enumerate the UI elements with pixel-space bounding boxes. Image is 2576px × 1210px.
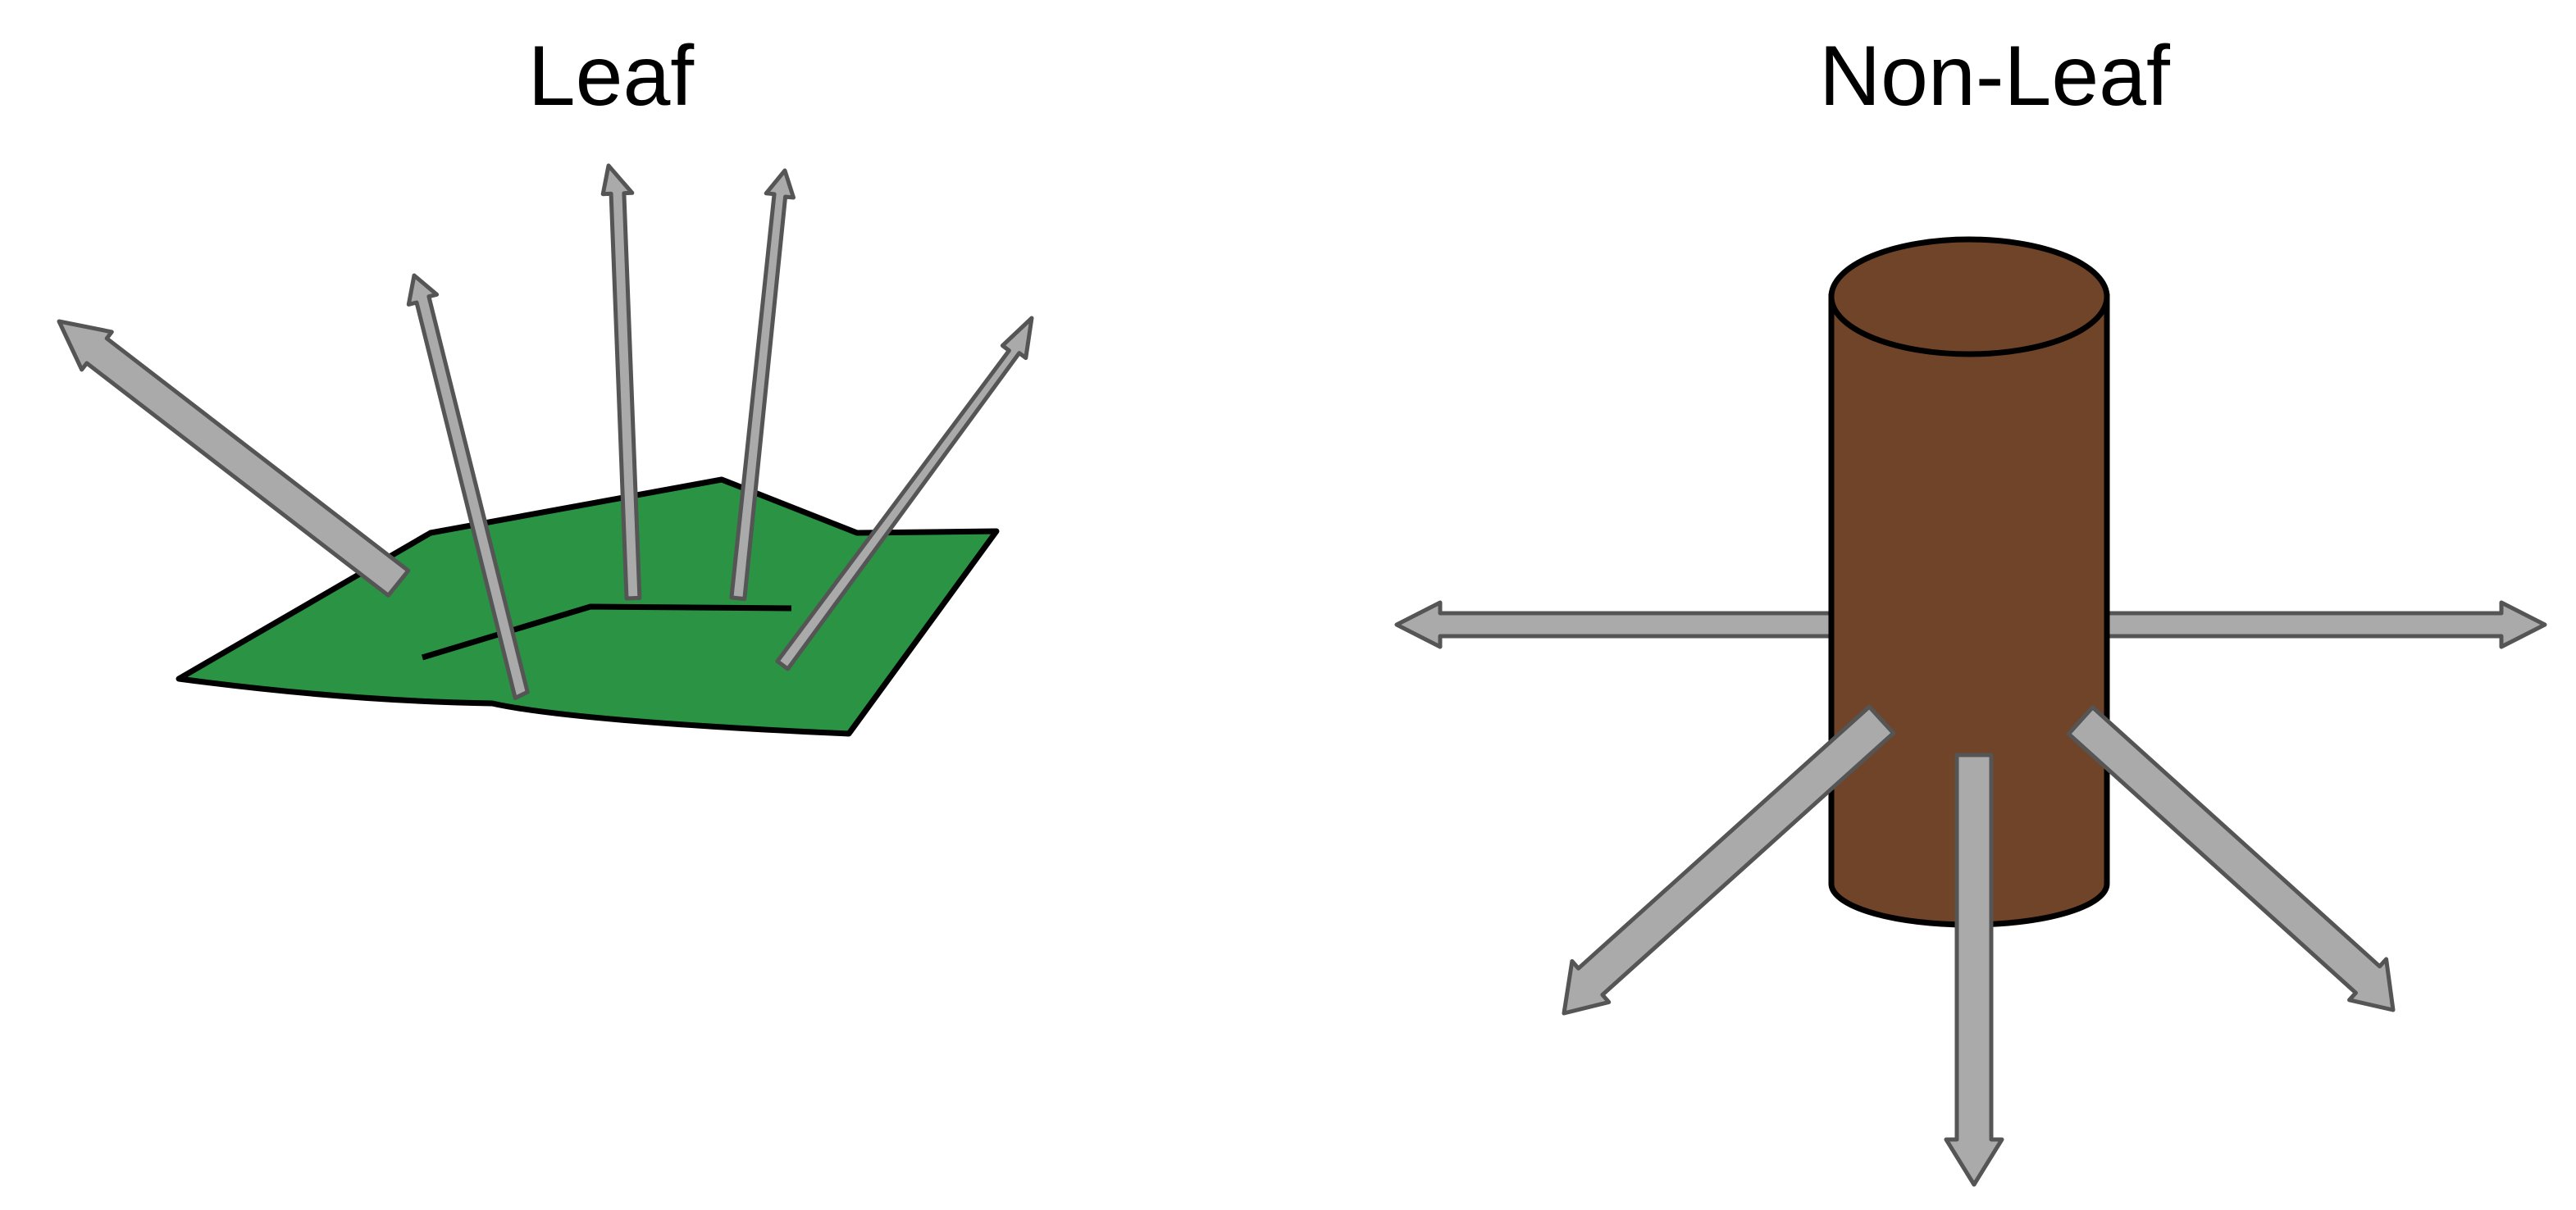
non-leaf-arrow-left: [1394, 600, 1833, 649]
non-leaf-panel: Non-Leaf: [1394, 29, 2547, 1187]
leaf-title: Leaf: [528, 29, 695, 124]
leaf-arrows: [57, 163, 1034, 700]
leaf-arrow-4: [729, 168, 796, 602]
trunk-top: [1828, 236, 2110, 357]
non-leaf-arrow-down-right: [2066, 705, 2396, 1012]
leaf-vein: [421, 603, 792, 661]
non-leaf-title: Non-Leaf: [1819, 29, 2171, 124]
leaf-arrow-5: [775, 316, 1034, 671]
trunk-cylinder: [1828, 236, 2110, 928]
leaf-arrow-2: [406, 273, 530, 700]
non-leaf-arrow-down: [1944, 753, 2004, 1187]
non-leaf-lower-arrows: [1562, 704, 2396, 1187]
non-leaf-arrow-right: [2097, 600, 2547, 649]
leaf-panel: Leaf: [57, 29, 1034, 737]
leaf-arrow-1: [57, 319, 411, 598]
non-leaf-side-arrows: [1394, 600, 2547, 649]
leaf-arrow-3: [600, 163, 642, 601]
non-leaf-arrow-down-left: [1562, 704, 1896, 1016]
